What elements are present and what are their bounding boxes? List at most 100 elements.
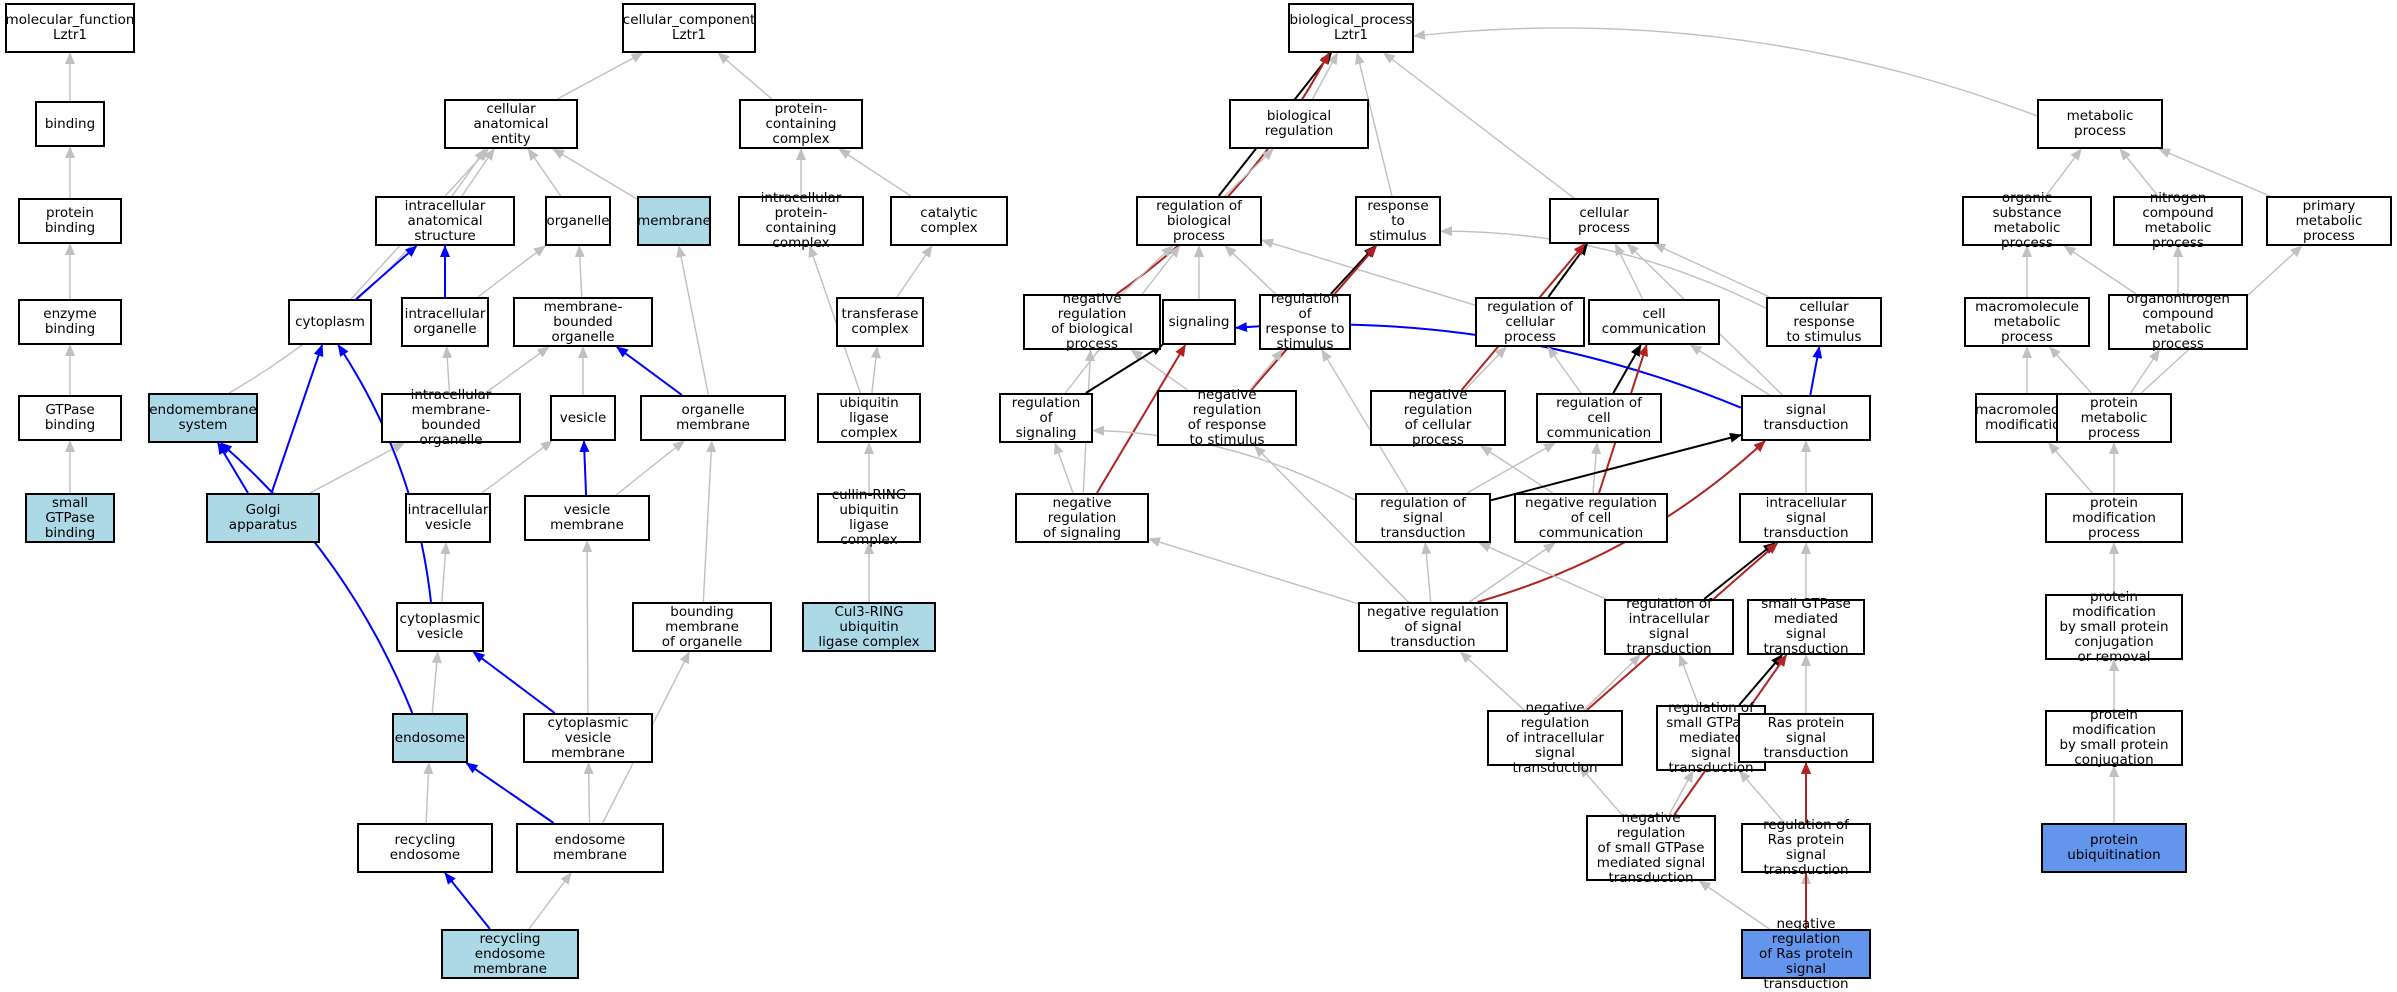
edge-is-a-nrst-to-nrsig bbox=[1148, 537, 1359, 605]
term-node-pmspc[interactable]: protein modification by small protein co… bbox=[2045, 589, 2183, 664]
edge-part-of-st-to-crts bbox=[1809, 346, 1823, 396]
term-node-trc[interactable]: transferase complex bbox=[836, 297, 924, 347]
term-node-rbp[interactable]: regulation of biological process bbox=[1136, 196, 1262, 246]
edge-is-a-ias-to-cae bbox=[461, 148, 495, 197]
term-node-st[interactable]: signal transduction bbox=[1741, 395, 1871, 441]
term-node-ist[interactable]: intracellular signal transduction bbox=[1739, 493, 1873, 543]
term-node-imbo[interactable]: intracellular membrane-bounded organelle bbox=[381, 388, 521, 448]
edge-is-a-rendo-to-endo bbox=[423, 762, 434, 824]
term-node-nrist[interactable]: negative regulation of intracellular sig… bbox=[1487, 700, 1623, 775]
term-node-mf[interactable]: molecular_function Lztr1 bbox=[5, 3, 135, 53]
term-node-mem[interactable]: membrane bbox=[637, 196, 711, 246]
term-node-org[interactable]: organelle bbox=[545, 196, 611, 246]
term-node-iorg[interactable]: intracellular organelle bbox=[401, 297, 489, 347]
term-node-golgi[interactable]: Golgi apparatus bbox=[206, 493, 320, 543]
term-node-nrbp[interactable]: negative regulation of biological proces… bbox=[1023, 292, 1161, 352]
edge-is-a-cellp-to-bp bbox=[1382, 52, 1575, 199]
term-node-nrcp[interactable]: negative regulation of cellular process bbox=[1370, 388, 1506, 448]
term-node-pmp[interactable]: primary metabolic process bbox=[2266, 196, 2392, 246]
term-node-cvm[interactable]: cytoplasmic vesicle membrane bbox=[523, 713, 653, 763]
term-node-nrsgmst[interactable]: negative regulation of small GTPase medi… bbox=[1586, 810, 1716, 885]
term-node-pmspconj[interactable]: protein modification by small protein co… bbox=[2045, 708, 2183, 768]
term-node-endo[interactable]: endosome bbox=[392, 713, 468, 763]
term-node-rst[interactable]: regulation of signal transduction bbox=[1355, 493, 1491, 543]
term-node-cellp[interactable]: cellular process bbox=[1549, 198, 1659, 244]
term-node-rrasst[interactable]: regulation of Ras protein signal transdu… bbox=[1741, 818, 1871, 878]
term-node-ncmp[interactable]: nitrogen compound metabolic process bbox=[2113, 191, 2243, 251]
term-node-ves[interactable]: vesicle bbox=[550, 395, 616, 441]
term-node-cul3[interactable]: Cul3-RING ubiquitin ligase complex bbox=[802, 602, 936, 652]
edge-is-a-ccom-to-cellp bbox=[1614, 243, 1644, 300]
term-node-rcp[interactable]: regulation of cellular process bbox=[1475, 297, 1585, 347]
edge-is-a-bmo-to-omem bbox=[702, 440, 717, 603]
edge-negatively-regulates-nrbp-to-bp bbox=[1116, 52, 1330, 295]
edge-is-a-ives-to-ves bbox=[481, 440, 553, 494]
term-node-bmo[interactable]: bounding membrane of organelle bbox=[632, 602, 772, 652]
term-node-endomem[interactable]: endosome membrane bbox=[516, 823, 664, 873]
term-node-cae[interactable]: cellular anatomical entity bbox=[444, 99, 578, 149]
term-node-cyto[interactable]: cytoplasm bbox=[288, 299, 372, 345]
edge-part-of-golgi-to-ems bbox=[217, 442, 249, 494]
term-node-metp[interactable]: metabolic process bbox=[2037, 99, 2163, 149]
edge-is-a-rbp-to-breg bbox=[1224, 148, 1274, 197]
edge-is-a-pcc-to-cc bbox=[717, 52, 773, 100]
edge-is-a-rrts-to-rbp bbox=[1224, 245, 1277, 295]
edge-is-a-crts-to-cellp bbox=[1653, 243, 1770, 298]
term-node-gtpbind[interactable]: GTPase binding bbox=[18, 395, 122, 441]
term-node-mmp[interactable]: macromolecule metabolic process bbox=[1964, 297, 2090, 347]
term-node-nrrts[interactable]: negative regulation of response to stimu… bbox=[1157, 388, 1297, 448]
term-node-pcc[interactable]: protein-containing complex bbox=[739, 99, 863, 149]
term-node-sgtpbind[interactable]: small GTPase binding bbox=[25, 493, 115, 543]
edge-is-a-prmp-to-mmp bbox=[2048, 346, 2092, 394]
term-node-rcc[interactable]: regulation of cell communication bbox=[1536, 393, 1662, 443]
term-node-omem[interactable]: organelle membrane bbox=[640, 395, 786, 441]
term-node-rrts[interactable]: regulation of response to stimulus bbox=[1259, 292, 1351, 352]
term-node-rsig[interactable]: regulation of signaling bbox=[999, 393, 1093, 443]
term-node-osmp[interactable]: organic substance metabolic process bbox=[1962, 191, 2092, 251]
term-node-ipcc[interactable]: intracellular protein-containing complex bbox=[738, 191, 864, 251]
edge-is-a-cves-to-ives bbox=[440, 542, 451, 603]
term-node-ias[interactable]: intracellular anatomical structure bbox=[375, 196, 515, 246]
edge-is-a-imbo-to-mbo bbox=[484, 346, 550, 394]
term-node-pubiq[interactable]: protein ubiquitination bbox=[2041, 823, 2187, 873]
term-node-nrst[interactable]: negative regulation of signal transducti… bbox=[1358, 602, 1508, 652]
term-node-vmem[interactable]: vesicle membrane bbox=[524, 495, 650, 541]
term-node-catc[interactable]: catalytic complex bbox=[890, 196, 1008, 246]
term-node-bind[interactable]: binding bbox=[35, 101, 105, 147]
term-node-prmp[interactable]: protein metabolic process bbox=[2056, 393, 2172, 443]
term-node-breg[interactable]: biological regulation bbox=[1229, 99, 1369, 149]
term-node-cc[interactable]: cellular_component Lztr1 bbox=[622, 3, 756, 53]
edge-is-a-rcc-to-rcp bbox=[1547, 346, 1582, 394]
term-node-ebind[interactable]: enzyme binding bbox=[18, 299, 122, 345]
term-node-ulc[interactable]: ubiquitin ligase complex bbox=[817, 393, 921, 443]
term-node-pbind[interactable]: protein binding bbox=[18, 198, 122, 244]
term-node-crulc[interactable]: cullin-RING ubiquitin ligase complex bbox=[817, 488, 921, 548]
term-node-pmodp[interactable]: protein modification process bbox=[2045, 493, 2183, 543]
term-node-ccom[interactable]: cell communication bbox=[1588, 299, 1720, 345]
term-node-remem[interactable]: recycling endosome membrane bbox=[441, 929, 579, 979]
term-node-sig[interactable]: signaling bbox=[1162, 299, 1236, 345]
term-node-bp[interactable]: biological_process Lztr1 bbox=[1288, 3, 1414, 53]
edge-is-a-mbo-to-org bbox=[574, 245, 585, 298]
edge-is-a-vmem-to-omem bbox=[615, 440, 685, 496]
term-node-ems[interactable]: endomembrane system bbox=[148, 393, 258, 443]
term-node-cves[interactable]: cytoplasmic vesicle bbox=[396, 602, 484, 652]
term-node-rendo[interactable]: recycling endosome bbox=[357, 823, 493, 873]
term-node-nrsig[interactable]: negative regulation of signaling bbox=[1015, 493, 1149, 543]
term-node-oncmp[interactable]: organonitrogen compound metabolic proces… bbox=[2108, 292, 2248, 352]
term-node-nrrasst[interactable]: negative regulation of Ras protein signa… bbox=[1741, 916, 1871, 991]
edge-regulates-rsgmst-to-sgmst bbox=[1738, 654, 1783, 706]
term-node-rasst[interactable]: Ras protein signal transduction bbox=[1738, 713, 1874, 763]
term-node-crts[interactable]: cellular response to stimulus bbox=[1766, 297, 1882, 347]
term-node-mbo[interactable]: membrane-bounded organelle bbox=[513, 297, 653, 347]
term-node-nrcc[interactable]: negative regulation of cell communicatio… bbox=[1514, 493, 1668, 543]
term-node-rts[interactable]: response to stimulus bbox=[1355, 196, 1441, 246]
edge-is-a-pmp-to-metp bbox=[2158, 148, 2271, 197]
edge-is-a-metp-to-bp bbox=[1413, 27, 2038, 117]
edge-part-of-cves-to-cyto bbox=[337, 344, 432, 603]
edge-is-a-remem-to-endomem bbox=[528, 872, 572, 930]
term-node-rist[interactable]: regulation of intracellular signal trans… bbox=[1604, 597, 1734, 657]
edge-is-a-nrsig-to-rsig bbox=[1054, 442, 1074, 494]
term-node-ives[interactable]: intracellular vesicle bbox=[405, 493, 491, 543]
term-node-sgmst[interactable]: small GTPase mediated signal transductio… bbox=[1747, 597, 1865, 657]
